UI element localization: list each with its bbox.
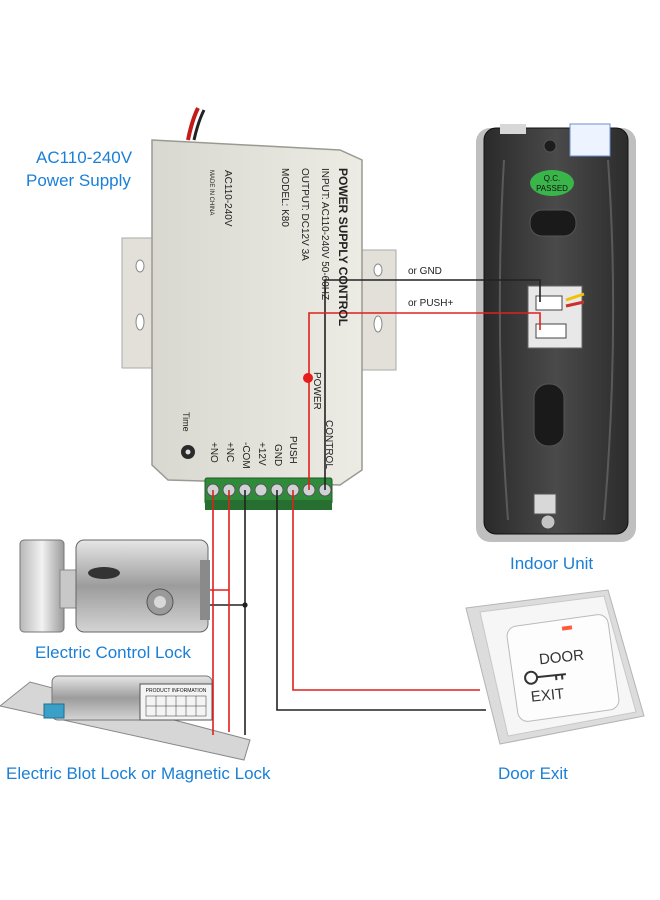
terminal-label-12v: +12V (256, 442, 267, 466)
psu-ac: AC110-240V (222, 170, 233, 227)
wire-push-to-exit (292, 490, 480, 691)
power-supply-label-line1: AC110-240V (36, 148, 133, 167)
terminal-label-nc: +NC (224, 442, 235, 463)
wire-label-gnd: or GND (408, 266, 442, 277)
terminal-label-gnd: GND (272, 444, 283, 467)
indoor-unit-label: Indoor Unit (510, 554, 594, 573)
psu-power-label: POWER (311, 372, 322, 410)
qc-text-line2: PASSED (536, 184, 568, 193)
psu-output: OUTPUT: DC12V 3A (299, 168, 310, 261)
wire-com-to-locks (210, 490, 246, 735)
bolt-plate-title: PRODUCT INFORMATION (146, 688, 207, 694)
key-icon (524, 670, 567, 685)
terminal-label-push: PUSH (287, 436, 298, 464)
electric-bolt-lock-device: PRODUCT INFORMATION (0, 675, 251, 761)
electric-control-lock-device (19, 539, 210, 633)
bolt-plate-grid (145, 695, 207, 717)
door-exit-button-device: DOOR EXIT (465, 589, 645, 745)
qc-text-line1: Q.C. (544, 174, 560, 183)
psu-title: POWER SUPPLY CONTROL (336, 168, 350, 327)
wire-label-push: or PUSH+ (408, 298, 453, 309)
psu-input: INPUT: AC110-240V 50-60HZ (319, 168, 330, 301)
wires (210, 279, 541, 735)
electric-control-lock-label: Electric Control Lock (35, 643, 191, 662)
terminal-label-no: +NO (208, 442, 219, 463)
electric-bolt-lock-label: Electric Blot Lock or Magnetic Lock (6, 764, 271, 783)
psu-model: MODEL: K80 (279, 168, 290, 227)
exit-button-exit-text: EXIT (530, 685, 565, 705)
wire-gnd-to-indoor (324, 279, 541, 490)
terminal-label-control: CONTROL (323, 420, 334, 469)
terminal-label-com: -COM (240, 442, 251, 469)
exit-button-door-text: DOOR (538, 647, 585, 669)
door-exit-label: Door Exit (498, 764, 568, 783)
wire-push-to-indoor (308, 312, 541, 490)
psu-time-label: Time (181, 412, 191, 432)
psu-made-in: MADE IN CHINA (208, 170, 214, 216)
indoor-unit-device: Q.C. PASSED (476, 123, 636, 542)
power-supply-label-line2: Power Supply (26, 171, 131, 190)
wire-gnd-to-exit (276, 490, 486, 711)
